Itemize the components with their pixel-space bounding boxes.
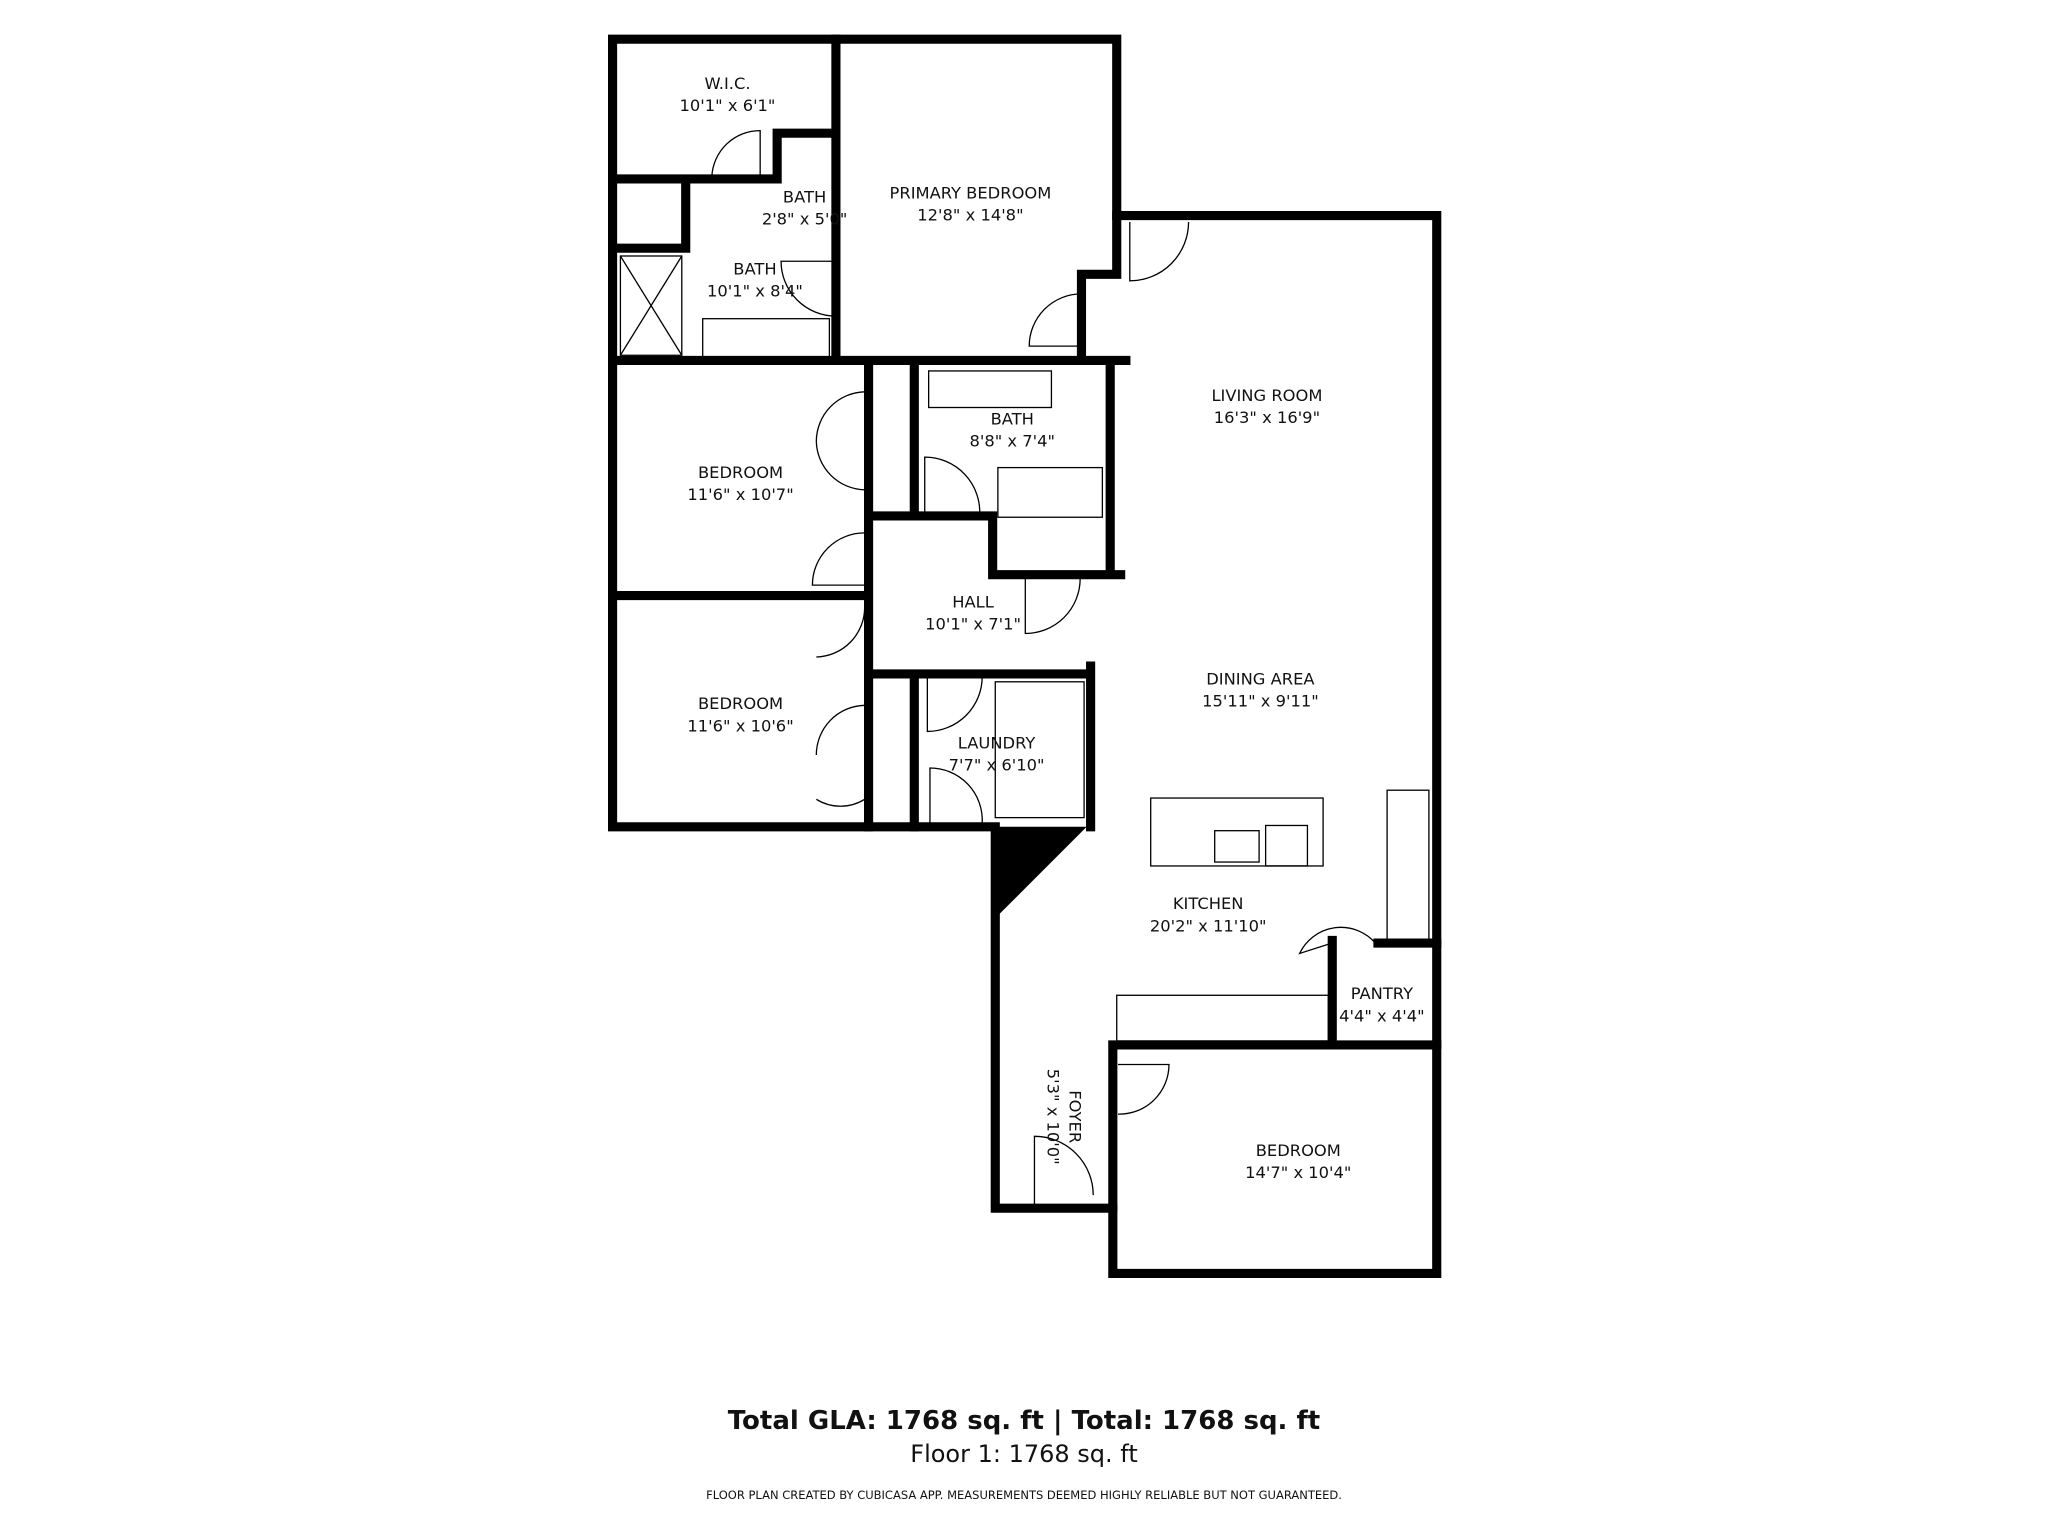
room-size-wic: 10'1" x 6'1" [680,96,776,115]
room-name-laundry: LAUNDRY [958,733,1036,752]
room-name-bedroom-2: BEDROOM [698,694,783,713]
room-size-hall-bath: 8'8" x 7'4" [969,432,1055,451]
room-size-bedroom-1: 11'6" x 10'7" [687,485,793,504]
room-name-living-room: LIVING ROOM [1211,386,1322,405]
floor-area: Floor 1: 1768 sq. ft [910,1440,1138,1468]
room-name-foyer: FOYER [1066,1090,1085,1143]
room-size-primary-bedroom: 12'8" x 14'8" [917,206,1023,225]
room-name-dining-area: DINING AREA [1206,669,1315,688]
room-size-foyer: 5'3" x 10'0" [1044,1069,1063,1165]
room-size-bedroom-2: 11'6" x 10'6" [687,716,793,735]
room-size-laundry: 7'7" x 6'10" [949,756,1045,775]
room-size-living-room: 16'3" x 16'9" [1214,408,1320,427]
room-name-hall: HALL [952,592,994,611]
room-name-pantry: PANTRY [1351,984,1413,1003]
wall-corner [992,826,1087,915]
room-name-kitchen: KITCHEN [1173,894,1244,913]
fixtures [619,255,1430,1042]
room-size-pantry: 4'4" x 4'4" [1339,1006,1425,1025]
room-size-primary-bath: 10'1" x 8'4" [707,281,803,300]
walls [608,34,1442,1279]
room-name-wic: W.I.C. [705,74,751,93]
room-name-primary-bedroom: PRIMARY BEDROOM [890,184,1052,203]
room-size-dining-area: 15'11" x 9'11" [1202,692,1319,711]
room-size-hall: 10'1" x 7'1" [925,615,1021,634]
room-size-bath-small: 2'8" x 5'0" [762,210,848,229]
room-name-bedroom-1: BEDROOM [698,463,783,482]
room-name-bedroom-3: BEDROOM [1256,1141,1341,1160]
disclaimer: FLOOR PLAN CREATED BY CUBICASA APP. MEAS… [706,1488,1342,1502]
total-area: Total GLA: 1768 sq. ft | Total: 1768 sq.… [727,1406,1321,1436]
room-name-bath-small: BATH [783,187,826,206]
room-labels: W.I.C. 10'1" x 6'1" PRIMARY BEDROOM 12'8… [680,74,1425,1182]
room-size-kitchen: 20'2" x 11'10" [1150,916,1267,935]
room-name-primary-bath: BATH [733,259,776,278]
doors [711,129,1376,1209]
room-size-bedroom-3: 14'7" x 10'4" [1245,1163,1351,1182]
room-name-hall-bath: BATH [991,409,1034,428]
